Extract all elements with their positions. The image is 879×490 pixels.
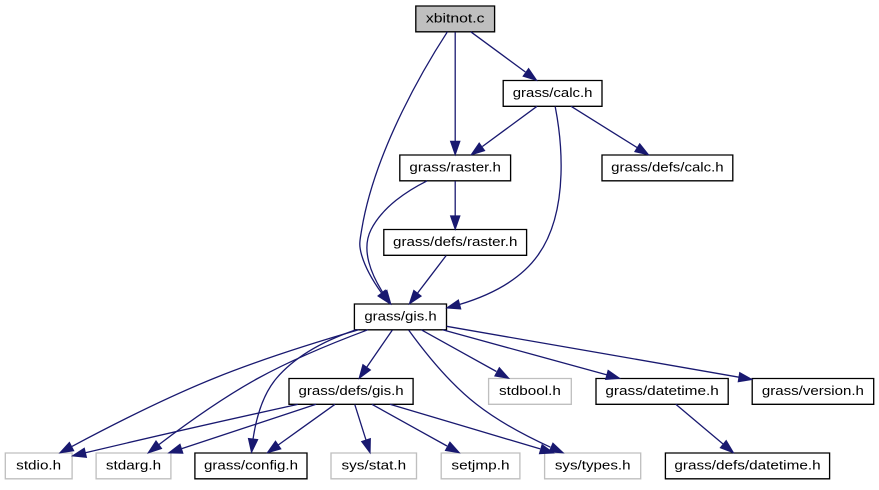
svg-text:xbitnot.c: xbitnot.c [426,10,485,25]
svg-text:grass/defs/datetime.h: grass/defs/datetime.h [674,457,820,472]
svg-text:grass/config.h: grass/config.h [204,457,298,472]
svg-text:grass/defs/calc.h: grass/defs/calc.h [611,159,724,174]
svg-text:stdio.h: stdio.h [16,457,61,472]
svg-text:stdbool.h: stdbool.h [499,383,561,398]
svg-text:grass/version.h: grass/version.h [762,383,864,398]
svg-text:sys/stat.h: sys/stat.h [342,457,407,472]
svg-text:grass/gis.h: grass/gis.h [364,308,436,323]
svg-text:grass/defs/raster.h: grass/defs/raster.h [393,234,517,249]
svg-text:grass/raster.h: grass/raster.h [409,159,501,174]
svg-text:stdarg.h: stdarg.h [106,457,161,472]
svg-text:grass/calc.h: grass/calc.h [513,85,593,100]
svg-text:grass/datetime.h: grass/datetime.h [605,383,718,398]
svg-text:grass/defs/gis.h: grass/defs/gis.h [299,383,404,398]
svg-text:sys/types.h: sys/types.h [555,457,631,472]
svg-text:setjmp.h: setjmp.h [451,457,509,472]
